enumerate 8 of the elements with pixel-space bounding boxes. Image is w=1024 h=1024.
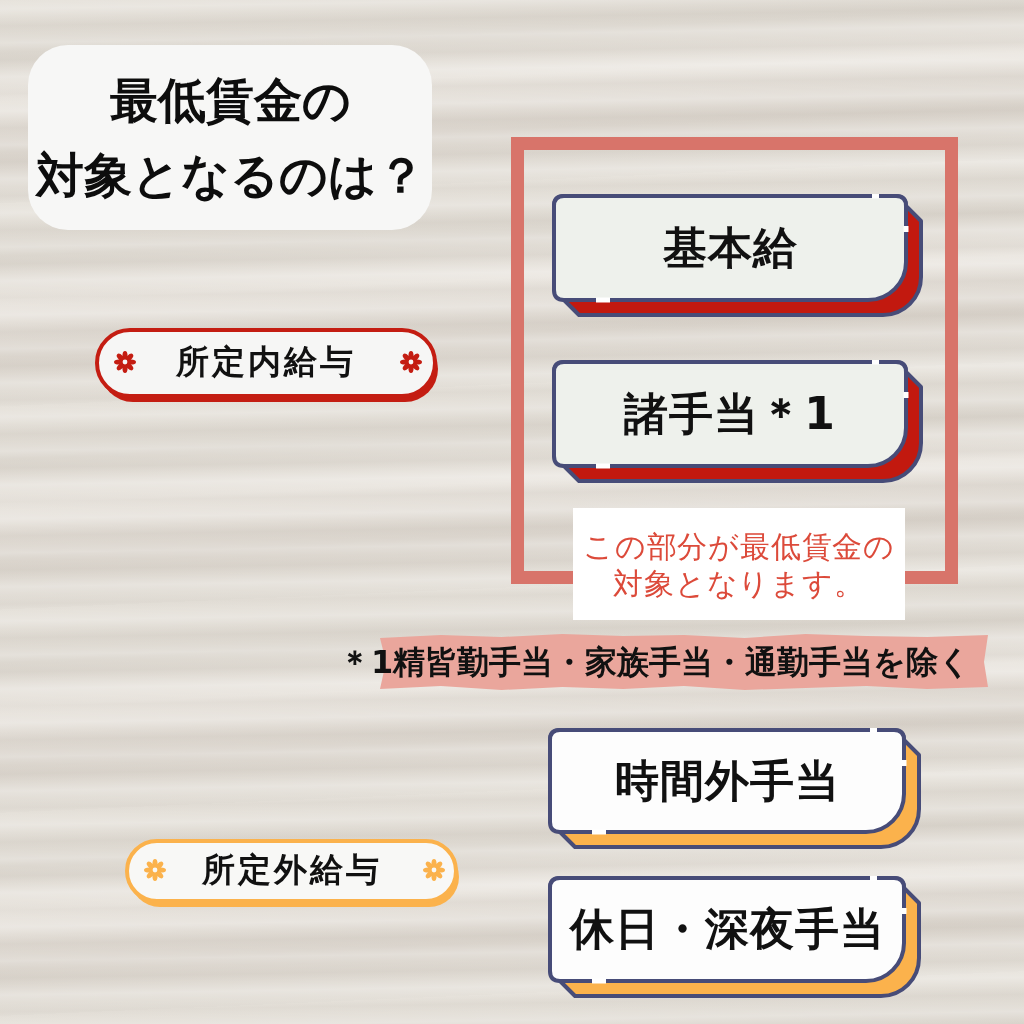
category-box: 休日・深夜手当	[548, 876, 921, 998]
category-label: 所定外給与	[201, 848, 382, 891]
note-box: この部分が最低賃金の対象となります。	[573, 508, 905, 620]
title: 最低賃金の対象となるのは？	[28, 45, 432, 230]
category-box: 諸手当＊1	[552, 360, 923, 483]
category-box: 時間外手当	[548, 728, 921, 849]
category-label: 所定内給与	[176, 340, 356, 383]
category-box: 基本給	[552, 194, 923, 317]
